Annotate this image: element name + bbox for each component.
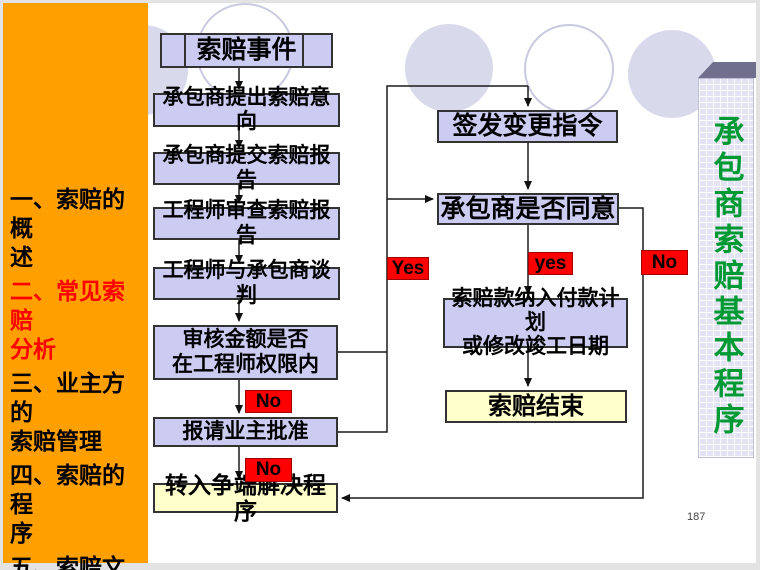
label-no-authority: No xyxy=(245,390,292,413)
node-payment-plan: 索赔款纳入付款计划 或修改竣工日期 xyxy=(443,287,628,358)
title-banner: 承包商索赔基本程序 xyxy=(698,78,754,458)
slide-title: 承包商索赔基本程序 xyxy=(708,115,744,439)
node-label: 签发变更指令 xyxy=(452,112,603,141)
page-number: 187 xyxy=(687,511,706,523)
node-label: 审核金额是否 在工程师权限内 xyxy=(172,328,319,376)
node-label: 承包商提出索赔意向 xyxy=(162,85,331,133)
edges xyxy=(235,68,644,502)
label-yes-trunk: Yes xyxy=(387,257,429,280)
sidebar-item-claim-documents: 五、索赔文件 的编写 xyxy=(10,554,125,570)
node-authority-check: 审核金额是否 在工程师权限内 xyxy=(153,325,338,380)
banner-3d-top xyxy=(698,62,756,78)
node-label: 索赔事件 xyxy=(196,36,297,65)
label-text: No xyxy=(255,390,282,412)
frame-bottom xyxy=(0,563,760,570)
cell-divider-right xyxy=(302,34,304,67)
label-no-agree: No xyxy=(641,250,688,275)
label-text: Yes xyxy=(391,257,425,279)
sidebar-item-claim-procedure: 四、索赔的程 序 xyxy=(10,462,125,546)
node-label: 索赔结束 xyxy=(488,392,584,420)
label-text: No xyxy=(255,459,282,480)
outline-sidebar: 一、索赔的概 述 二、常见索赔 分析 三、业主方的 索赔管理 四、索赔的程 序 … xyxy=(3,3,148,570)
label-yes-agree: yes xyxy=(528,252,573,275)
node-label: 承包商提交索赔报告 xyxy=(162,144,331,192)
node-contractor-agree: 承包商是否同意 xyxy=(437,193,619,225)
node-label: 工程师与承包商谈判 xyxy=(162,259,331,307)
node-negotiation: 工程师与承包商谈判 xyxy=(153,259,340,307)
frame-left xyxy=(0,0,3,570)
node-dispute-resolution: 转入争端解决程序 xyxy=(153,472,338,524)
node-label: 工程师审查索赔报告 xyxy=(162,199,331,247)
node-claim-event: 索赔事件 xyxy=(160,33,333,68)
node-change-order: 签发变更指令 xyxy=(437,110,618,143)
node-engineer-review: 工程师审查索赔报告 xyxy=(153,199,340,247)
sidebar-item-common-claims: 二、常见索赔 分析 xyxy=(10,278,125,362)
node-label: 索赔款纳入付款计划 或修改竣工日期 xyxy=(451,286,620,359)
sidebar-item-owner-management: 三、业主方的 索赔管理 xyxy=(10,370,125,454)
node-claim-report: 承包商提交索赔报告 xyxy=(153,144,340,192)
sidebar-item-overview: 一、索赔的概 述 xyxy=(10,186,125,270)
node-owner-approval: 报请业主批准 xyxy=(153,417,338,447)
cell-divider-left xyxy=(184,34,186,67)
label-no-owner: No xyxy=(245,458,292,482)
node-claim-intent: 承包商提出索赔意向 xyxy=(153,86,340,133)
frame-right xyxy=(756,0,760,570)
frame-top xyxy=(0,0,760,3)
label-text: No xyxy=(651,251,678,273)
node-label: 报请业主批准 xyxy=(182,419,309,443)
node-label: 承包商是否同意 xyxy=(440,194,616,223)
node-claim-end: 索赔结束 xyxy=(445,390,627,423)
label-text: yes xyxy=(534,252,567,274)
